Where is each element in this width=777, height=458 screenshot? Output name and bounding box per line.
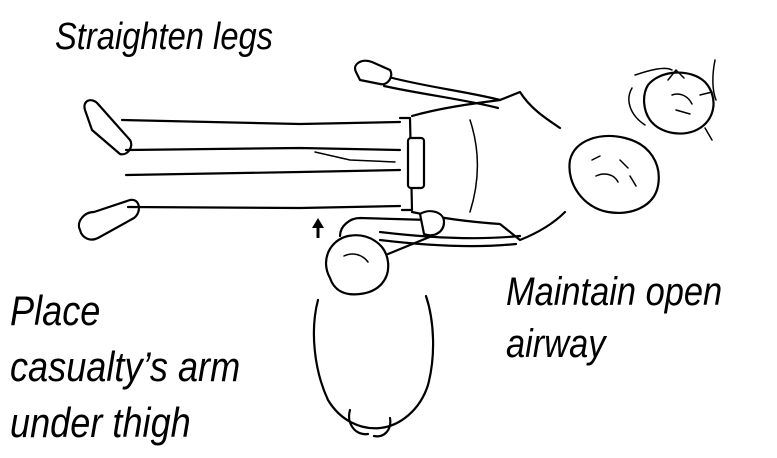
place-arm-label-line: casualty’s arm [10, 346, 240, 402]
place-arm-label-line: Place [10, 290, 240, 346]
head-tilt-inset [629, 60, 716, 140]
maintain-airway-label: Maintain open airway [506, 272, 722, 376]
place-arm-label: Place casualty’s arm under thigh [10, 290, 240, 458]
maintain-airway-label-line: Maintain open [506, 272, 722, 324]
maintain-airway-label-line: airway [506, 324, 722, 376]
straighten-legs-label: Straighten legs [55, 18, 273, 56]
arrow-icon [312, 218, 324, 238]
